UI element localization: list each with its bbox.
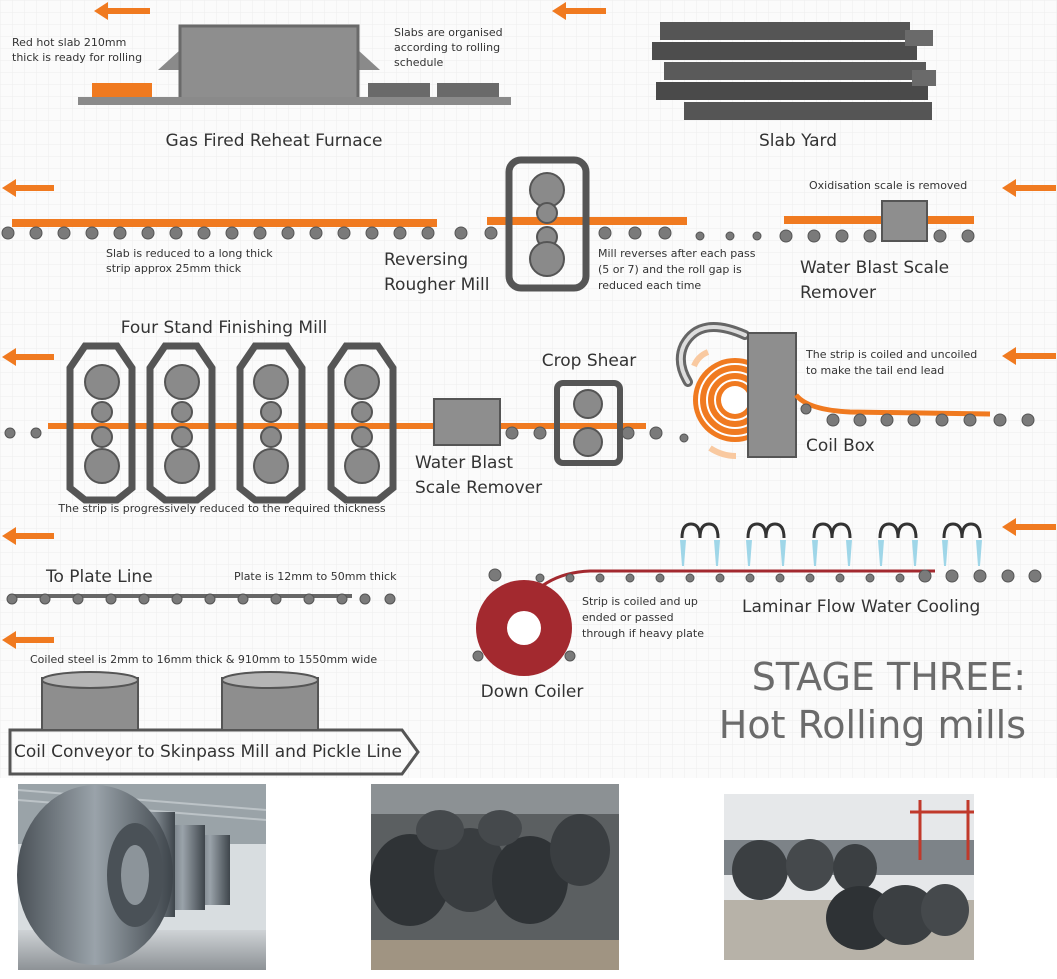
roller-table [4, 426, 689, 443]
strip [784, 216, 974, 224]
flow-arrow-left-icon [552, 2, 606, 20]
row-1: Red hot slab 210mm thick is ready for ro… [12, 2, 936, 151]
down-coiler [472, 580, 576, 676]
photo-coils-yard [724, 794, 974, 960]
photo-coils-rows [370, 784, 619, 970]
coil-box-label: Coil Box [806, 436, 875, 456]
mill-reverses-note: Mill reverses after each pass (5 or 7) a… [598, 247, 759, 292]
photo-coils-warehouse [17, 784, 267, 970]
flow-arrow-left-icon [94, 2, 150, 20]
water-blast-label-top: Water Blast Scale Remover [800, 258, 955, 303]
roller-table [6, 593, 396, 605]
conveyor-label: Coil Conveyor to Skinpass Mill and Pickl… [14, 742, 402, 762]
water-blast-box [433, 398, 501, 446]
red-hot-slab [92, 83, 152, 97]
coiled-note: The strip is coiled and uncoiled to make… [805, 348, 981, 377]
finishing-stand [327, 342, 397, 504]
slab [437, 83, 499, 97]
coiled-steel-note: Coiled steel is 2mm to 16mm thick & 910m… [30, 653, 377, 666]
oxidisation-note: Oxidisation scale is removed [809, 179, 967, 192]
rougher-label: Reversing Rougher Mill [384, 250, 489, 295]
strip [48, 423, 646, 429]
strip-coiled-note: Strip is coiled and up ended or passed t… [582, 595, 704, 640]
water-blast-box [881, 200, 928, 242]
flow-arrow-left-icon [1002, 179, 1056, 197]
water-spray-icon [812, 522, 852, 566]
finishing-label: Four Stand Finishing Mill [121, 318, 328, 338]
slab-yard-label: Slab Yard [759, 131, 837, 151]
slab [368, 83, 430, 97]
slab-reduced-note: Slab is reduced to a long thick strip ap… [106, 247, 276, 275]
water-spray-icon [680, 522, 720, 566]
laminar-label: Laminar Flow Water Cooling [742, 597, 980, 617]
stage-title-line-1: STAGE THREE: [752, 655, 1026, 699]
reheat-furnace [78, 24, 511, 105]
row-4: To Plate Line Plate is 12mm to 50mm thic… [2, 518, 1056, 776]
flow-arrow-left-icon [2, 179, 54, 197]
flow-arrow-left-icon [1002, 347, 1056, 365]
flow-arrow-left-icon [2, 527, 54, 545]
crop-shear-label: Crop Shear [542, 351, 637, 371]
crop-shear [554, 380, 623, 466]
finishing-stand [66, 342, 136, 504]
flow-arrow-left-icon [2, 348, 54, 366]
progressive-note: The strip is progressively reduced to th… [57, 502, 385, 515]
coil-box [675, 322, 1035, 459]
water-spray-icon [942, 522, 982, 566]
stage-title-line-2: Hot Rolling mills [719, 703, 1026, 747]
roller-table [1, 226, 975, 243]
coil-conveyor [8, 671, 420, 776]
finishing-stand [146, 342, 216, 504]
finishing-stand [236, 342, 306, 504]
row-2: Slab is reduced to a long thick strip ap… [1, 156, 1056, 303]
furnace-label: Gas Fired Reheat Furnace [166, 131, 383, 151]
roller-table [488, 568, 1042, 583]
plate-note: Plate is 12mm to 50mm thick [234, 570, 397, 583]
flow-arrow-left-icon [1002, 518, 1056, 536]
slab-yard [652, 22, 936, 120]
water-spray-icon [878, 522, 918, 566]
plate-line [12, 594, 352, 598]
water-blast-label-bottom: Water Blast Scale Remover [415, 453, 542, 498]
strip [12, 219, 437, 227]
reversing-rougher-mill [505, 156, 590, 292]
flow-arrow-left-icon [2, 631, 54, 649]
laminar-flow-sprays [680, 522, 982, 566]
row-3: Four Stand Finishing Mill [2, 318, 1056, 515]
red-hot-slab-note: Red hot slab 210mm thick is ready for ro… [12, 36, 142, 64]
water-spray-icon [746, 522, 786, 566]
plate-line-label: To Plate Line [45, 567, 153, 587]
down-coiler-label: Down Coiler [481, 682, 584, 702]
slabs-organised-note: Slabs are organised according to rolling… [394, 26, 506, 69]
